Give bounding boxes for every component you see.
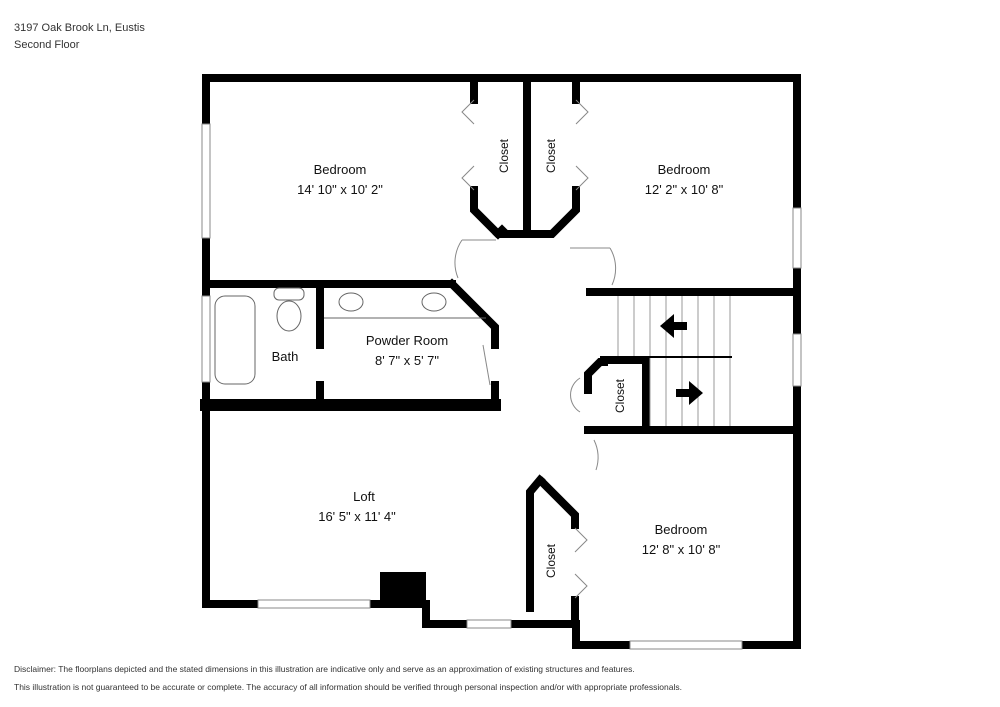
room-label: Bedroom xyxy=(655,522,708,537)
room-dims: 8' 7" x 5' 7" xyxy=(375,353,439,368)
fireplace xyxy=(380,572,426,608)
windows xyxy=(201,123,802,650)
doors xyxy=(454,99,617,599)
disclaimer-line-1: Disclaimer: The floorplans depicted and … xyxy=(14,664,635,674)
closet-label: Closet xyxy=(613,378,627,413)
closet-label: Closet xyxy=(544,138,558,173)
floor-label: Second Floor xyxy=(14,39,80,51)
room-dims: 12' 2" x 10' 8" xyxy=(645,182,724,197)
labels: Bedroom 14' 10" x 10' 2" Bedroom 12' 2" … xyxy=(272,138,724,578)
closet-label: Closet xyxy=(544,543,558,578)
room-label: Bedroom xyxy=(314,162,367,177)
room-label: Loft xyxy=(353,489,375,504)
arrow-left-icon xyxy=(660,314,687,338)
room-dims: 16' 5" x 11' 4" xyxy=(318,509,396,524)
room-label: Powder Room xyxy=(366,333,448,348)
property-address: 3197 Oak Brook Ln, Eustis xyxy=(14,22,145,34)
fixtures xyxy=(214,287,486,385)
stairs xyxy=(617,296,732,426)
room-dims: 12' 8" x 10' 8" xyxy=(642,542,721,557)
disclaimer-line-2: This illustration is not guaranteed to b… xyxy=(14,682,682,692)
room-label: Bedroom xyxy=(658,162,711,177)
room-label: Bath xyxy=(272,349,299,364)
closet-label: Closet xyxy=(497,138,511,173)
room-dims: 14' 10" x 10' 2" xyxy=(297,182,383,197)
arrow-right-icon xyxy=(676,381,703,405)
